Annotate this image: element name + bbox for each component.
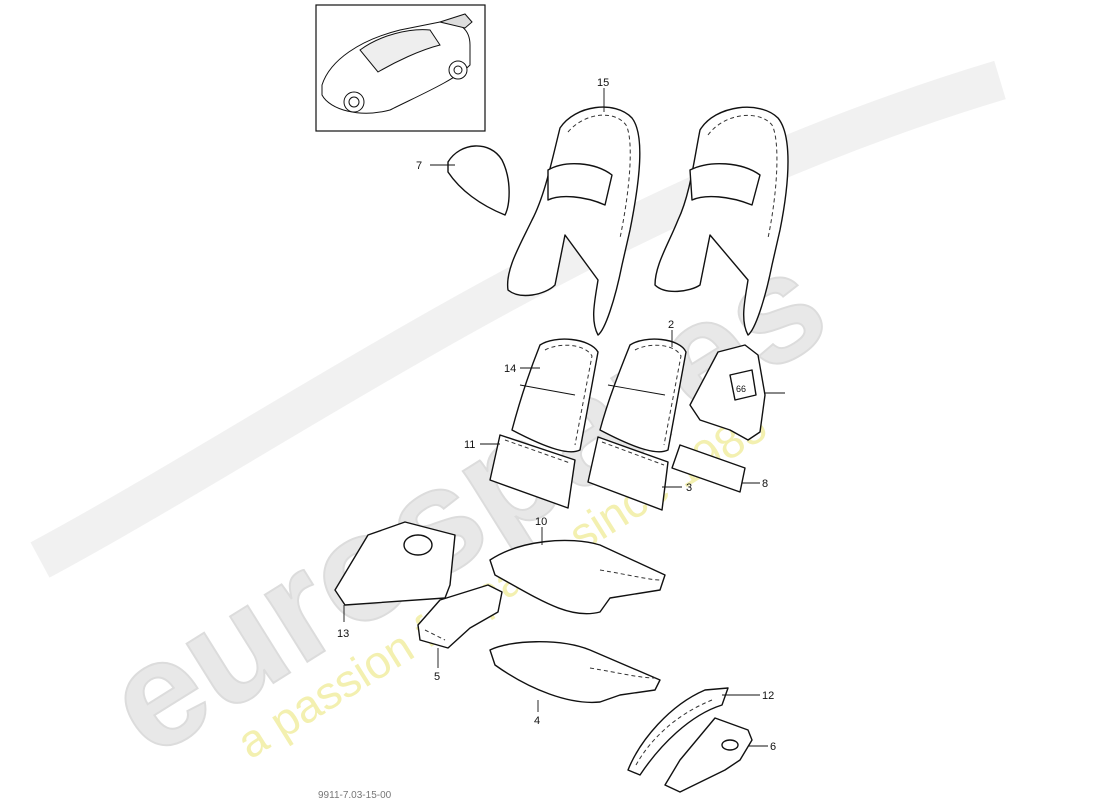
callout-7: 7: [416, 160, 422, 172]
footer-code: 9911-7.03-15-00: [318, 790, 392, 800]
callout-numbers: 15 7 2 14 11 3 8 10 13 5 4 12 6: [337, 77, 776, 753]
callout-8: 8: [762, 478, 768, 490]
seat-back-cover-left: [506, 106, 641, 336]
lumbar-pad-left: [489, 434, 576, 509]
trim-strip: [627, 687, 729, 776]
lumbar-pad-middle: [587, 436, 669, 511]
seat-cushion-upper: [489, 539, 666, 615]
callout-12: 12: [762, 690, 774, 702]
backrest-frame-insert: 66: [689, 344, 766, 441]
callout-5: 5: [434, 671, 440, 683]
callout-4: 4: [534, 715, 540, 727]
leader-lines: [343, 88, 785, 747]
watermark-swoosh: [30, 60, 1006, 578]
car-thumbnail: [315, 4, 486, 132]
callout-2: 2: [668, 319, 674, 331]
callout-11: 11: [464, 439, 475, 451]
callout-14: 14: [504, 363, 516, 375]
headrest-pad: [447, 145, 510, 216]
side-panel-left: [334, 521, 456, 606]
side-shell: [664, 717, 753, 793]
backrest-pad-left: [511, 338, 599, 453]
callout-3: 3: [686, 482, 692, 494]
callout-15: 15: [597, 77, 609, 89]
thin-pad: [671, 444, 746, 493]
seat-back-cover-right: [654, 106, 789, 336]
side-trim: [417, 584, 503, 649]
callout-6: 6: [770, 741, 776, 753]
seat-cushion-lower: [489, 641, 661, 704]
callout-13: 13: [337, 628, 349, 640]
frame-insert-mark: 66: [736, 384, 746, 394]
backrest-pad-right: [599, 338, 687, 453]
car-icon: [321, 13, 473, 114]
callout-10: 10: [535, 516, 547, 528]
